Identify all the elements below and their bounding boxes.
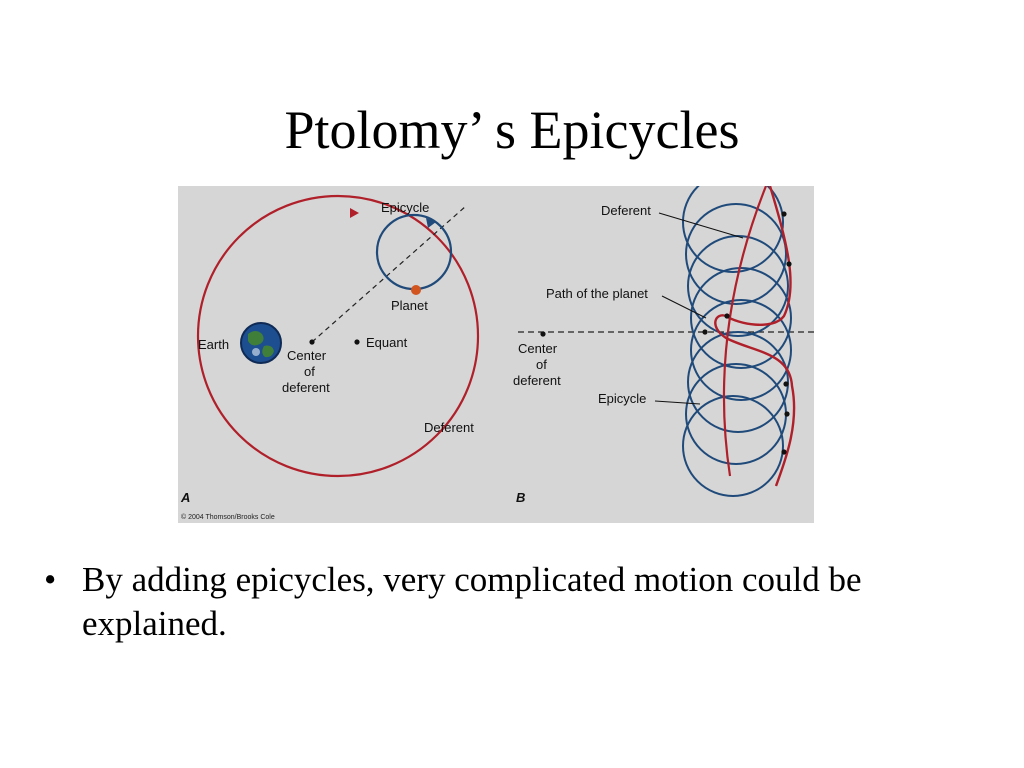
epicycle-diagram: Epicycle Planet Earth Center of deferent… [178, 186, 814, 523]
epicycle-label-a: Epicycle [381, 200, 429, 215]
center-label-a-3: deferent [282, 380, 330, 395]
epicycle-circle-b [682, 186, 784, 273]
earth-label: Earth [198, 337, 229, 352]
center-label-b-2: of [536, 357, 547, 372]
center-label-b-1: Center [518, 341, 558, 356]
deferent-arrow [350, 208, 359, 218]
bullet-item: • By adding epicycles, very complicated … [44, 558, 994, 646]
planet-position-dot [784, 411, 790, 417]
center-label-b-3: deferent [513, 373, 561, 388]
equant-label: Equant [366, 335, 408, 350]
planet-position-dot [702, 329, 708, 335]
planet-position-dot [724, 313, 730, 319]
slide-title: Ptolomy’ s Epicycles [284, 100, 740, 160]
epicycle-center-line [311, 205, 467, 343]
center-of-deferent-dot-b [540, 331, 546, 337]
earth-icon [240, 322, 282, 364]
epicycle-circle-b [687, 331, 789, 433]
planet-position-dot [781, 449, 787, 455]
epicycle-circle-b [685, 203, 787, 305]
path-of-planet-label: Path of the planet [546, 286, 648, 301]
panel-b-letter: B [516, 490, 525, 505]
planet-position-dot [781, 211, 787, 217]
equant-dot [354, 339, 360, 345]
center-label-a-1: Center [287, 348, 327, 363]
deferent-label-a: Deferent [424, 420, 474, 435]
epicycle-circle-b [682, 395, 784, 497]
planet-position-dot [786, 261, 792, 267]
diagram-svg: Epicycle Planet Earth Center of deferent… [178, 186, 814, 523]
center-of-deferent-dot [309, 339, 315, 345]
epicycle-circle-b [690, 267, 792, 369]
deferent-circle [196, 194, 480, 478]
deferent-leader-line [658, 212, 744, 239]
copyright-credit: © 2004 Thomson/Brooks Cole [181, 513, 275, 521]
deferent-arc-b [722, 186, 768, 477]
planet-positions [702, 211, 792, 455]
bullet-marker: • [44, 560, 57, 599]
bullet-text: By adding epicycles, very complicated mo… [82, 560, 862, 643]
epicycle-circle-b [690, 299, 792, 401]
epicycle-label-b: Epicycle [598, 391, 646, 406]
panel-a: Epicycle Planet Earth Center of deferent… [180, 194, 480, 521]
bullet-list: • By adding epicycles, very complicated … [44, 558, 994, 646]
epicycle-leader-line [654, 400, 701, 405]
path-leader-line [661, 295, 707, 319]
planet-marker [411, 285, 421, 295]
panel-a-letter: A [180, 490, 190, 505]
epicycle-arrow [426, 218, 436, 228]
planet-path [714, 186, 796, 487]
planet-label: Planet [391, 298, 428, 313]
deferent-label-b: Deferent [601, 203, 651, 218]
panel-b: Deferent Path of the planet Center of de… [513, 186, 814, 505]
center-label-a-2: of [304, 364, 315, 379]
planet-position-dot [783, 381, 789, 387]
